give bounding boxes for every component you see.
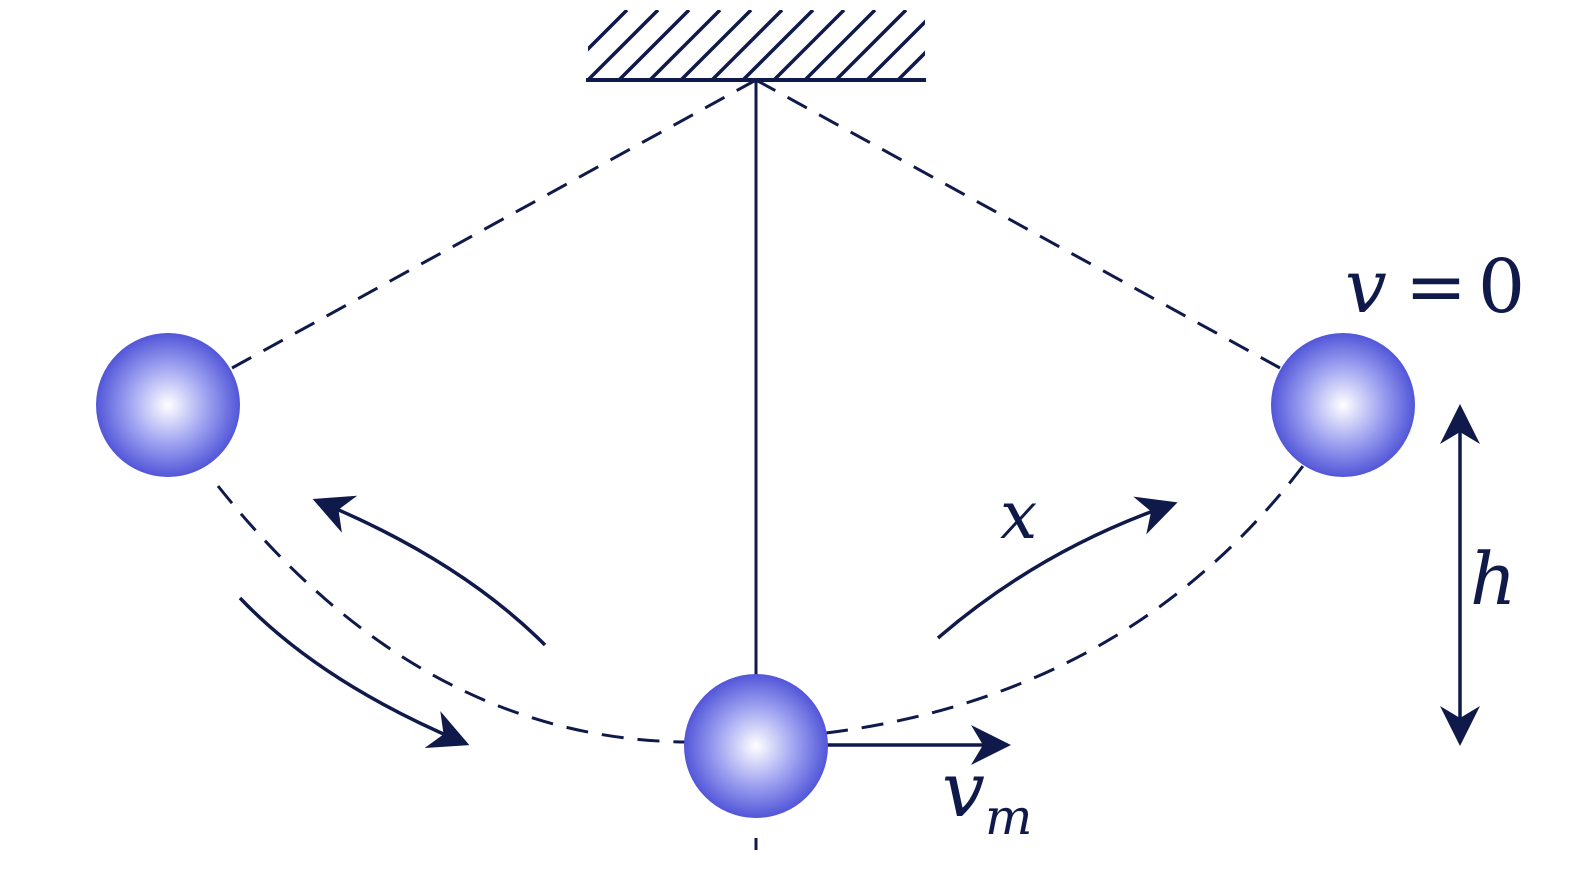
label-h: h <box>1470 537 1516 621</box>
label-equals: = <box>1405 244 1467 330</box>
height-arrow-head-bottom <box>1440 706 1480 746</box>
label-v-m: v m <box>942 745 1032 846</box>
label-v-zero: v = 0 <box>1345 244 1525 330</box>
label-vm-v: v <box>942 745 985 834</box>
label-zero: 0 <box>1478 244 1525 330</box>
motion-arrow-left-down <box>238 596 470 748</box>
ball-right <box>1271 333 1415 477</box>
motion-arrow-left-up <box>312 495 547 647</box>
swing-arc-right <box>825 461 1308 735</box>
string-right-dashed <box>755 78 1281 370</box>
ceiling-hatch <box>588 10 925 80</box>
ball-left <box>96 333 240 477</box>
ball-bottom <box>684 674 828 818</box>
string-left-dashed <box>231 78 757 370</box>
label-x: x <box>1000 477 1037 554</box>
label-vm-sub: m <box>985 788 1032 846</box>
swing-arc-left <box>216 485 689 744</box>
motion-arrow-right-up <box>936 496 1178 640</box>
height-arrow-head-top <box>1440 404 1480 444</box>
label-v: v <box>1345 244 1387 330</box>
